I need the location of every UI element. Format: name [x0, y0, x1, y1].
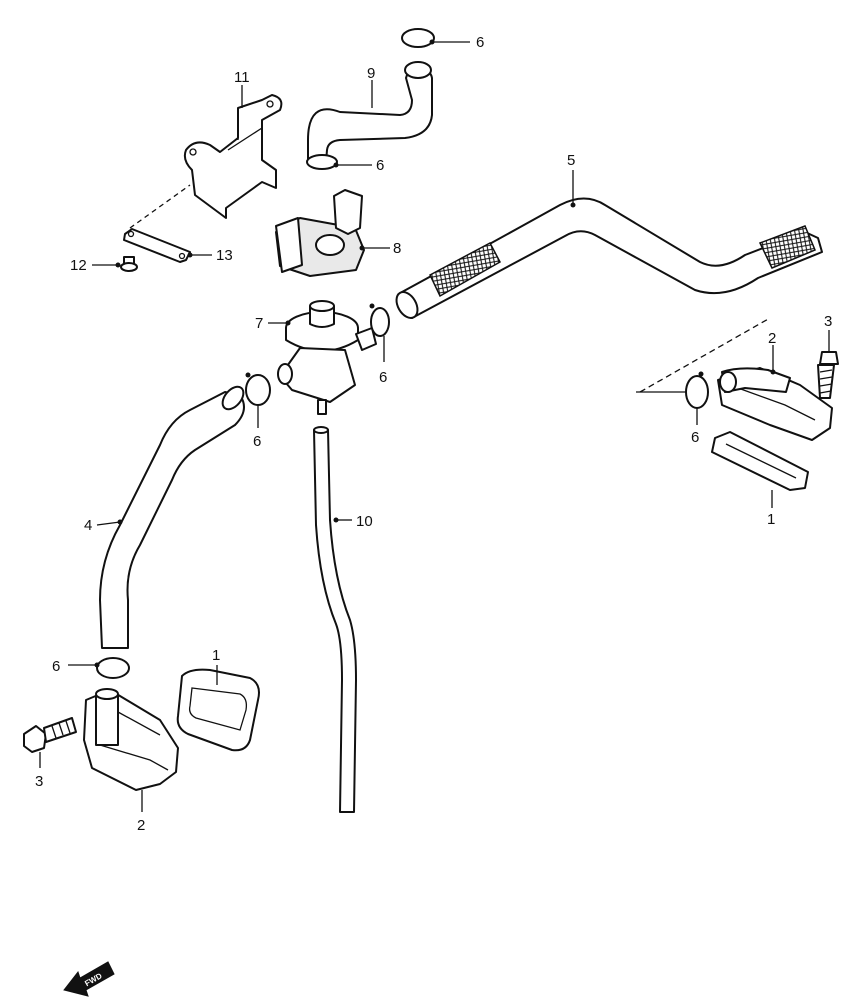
callout-6: 6 [691, 429, 699, 446]
right-inset [636, 317, 839, 491]
part-10-tube [313, 426, 357, 813]
callout-4: 4 [84, 517, 92, 534]
part-2-cover-right [717, 367, 833, 441]
callout-8: 8 [393, 240, 401, 257]
callout-6: 6 [253, 433, 261, 450]
callout-1: 1 [767, 511, 775, 528]
part-1-gasket-right [711, 431, 809, 491]
callout-3: 3 [35, 773, 43, 790]
fwd-arrow-icon: FWD [63, 961, 115, 997]
part-6-clamp-valve-right [369, 303, 390, 337]
callout-6: 6 [52, 658, 60, 675]
callout-13: 13 [216, 247, 233, 264]
callout-3: 3 [824, 313, 832, 330]
part-2-cover-lower [83, 688, 179, 791]
part-4-hose [99, 385, 245, 649]
part-12-bolt [120, 256, 138, 272]
callout-6: 6 [379, 369, 387, 386]
part-6-clamp-right [685, 371, 709, 409]
callout-5: 5 [567, 152, 575, 169]
part-3-bolt-right [817, 351, 839, 399]
part-1-gasket-lower [176, 668, 260, 752]
callout-11: 11 [234, 69, 250, 86]
callout-6: 6 [376, 157, 384, 174]
part-3-bolt-lower [23, 717, 77, 753]
callout-2: 2 [768, 330, 776, 347]
part-13-plate [123, 228, 191, 263]
callout-2: 2 [137, 817, 145, 834]
part-11-bracket [183, 94, 283, 219]
lower-left-assembly [23, 657, 260, 791]
part-6-clamp-top [401, 28, 435, 48]
callouts: 11 9 6 6 5 8 12 13 7 6 3 2 6 6 1 4 10 1 … [35, 34, 832, 834]
part-8-cover [275, 189, 365, 277]
leader-lines [39, 41, 830, 812]
callout-1: 1 [212, 647, 220, 664]
callout-6: 6 [476, 34, 484, 51]
part-7-valve [277, 300, 377, 415]
part-6-clamp-lower [94, 657, 130, 679]
callout-12: 12 [70, 257, 87, 274]
part-9-hose [307, 61, 433, 163]
callout-10: 10 [356, 513, 373, 530]
part-6-clamp-valve-left [245, 372, 271, 406]
part-5-hose [395, 197, 823, 319]
callout-7: 7 [255, 315, 263, 332]
part-6-clamp-mid [306, 154, 339, 170]
callout-9: 9 [367, 65, 375, 82]
